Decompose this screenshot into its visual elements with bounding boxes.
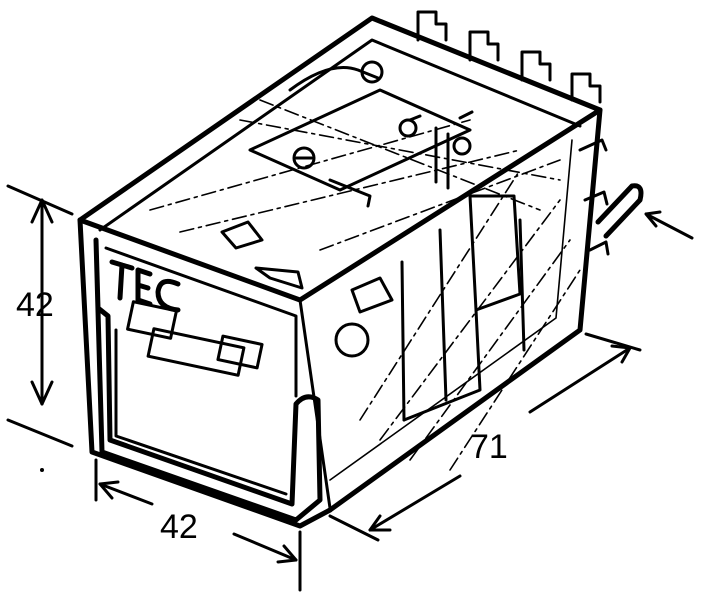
dimension-height	[6, 184, 74, 448]
hidden-lines	[149, 99, 581, 471]
brand-logo	[109, 259, 181, 313]
dimension-height-label: 42	[16, 286, 54, 324]
dimension-depth-label: 71	[470, 428, 508, 466]
dimension-depth	[328, 210, 694, 542]
small-mark	[40, 468, 44, 472]
dimension-width	[94, 458, 302, 592]
front-face	[93, 237, 323, 523]
dimension-width-label: 42	[160, 508, 198, 546]
internal-mechanism	[220, 60, 526, 422]
relay-housing	[77, 15, 603, 529]
